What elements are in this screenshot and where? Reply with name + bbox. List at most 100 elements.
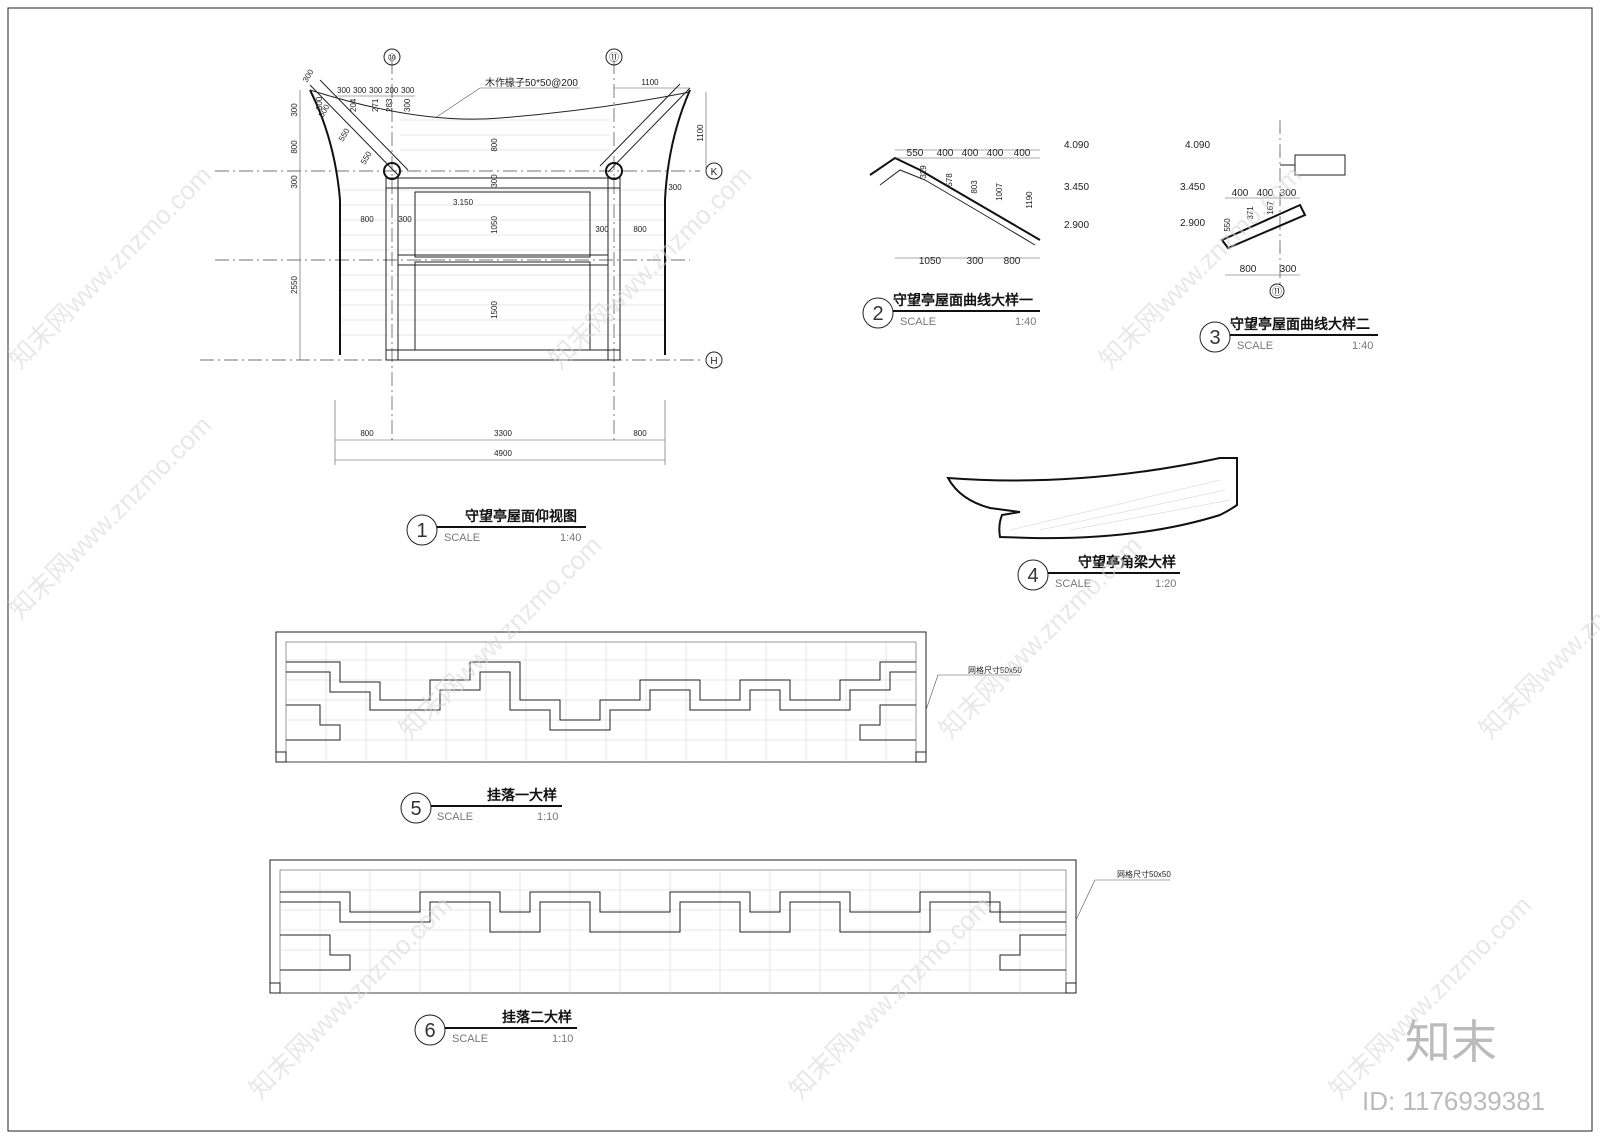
plan-right-dim: 1100	[696, 124, 705, 142]
d2-v-dim-2: 578	[945, 173, 954, 187]
lattice-2-note: 网格尺寸50x50	[1117, 869, 1171, 879]
plan-inner-dim-9: 300	[490, 174, 499, 188]
plan-bottom-dim-2: 3300	[494, 429, 512, 438]
plan-inner-dim-7: 1050	[490, 216, 499, 234]
title-block-1: 1 守望亭屋面仰视图 SCALE 1:40	[406, 508, 586, 546]
plan-elev-3150: 3.150	[453, 198, 474, 207]
title-block-3: 3 守望亭屋面曲线大样二 SCALE 1:40	[1199, 316, 1378, 353]
axis-label-h: H	[710, 356, 717, 367]
plan-total-dim: 4900	[494, 449, 512, 458]
plan-small-dim-4: 283	[385, 98, 394, 112]
roof-curve-detail-1: 550 400 400 400 400 329 578 803 1007 119…	[869, 140, 1089, 267]
title-scale-label-6: SCALE	[452, 1033, 488, 1045]
title-scale-4: 1:20	[1155, 578, 1176, 590]
title-block-6: 6 挂落二大样 SCALE 1:10	[414, 1009, 577, 1046]
d2-v-dim-3: 803	[970, 180, 979, 194]
plan-inner-dim-4: 300	[595, 225, 609, 234]
plan-inner-dim-2: 300	[398, 215, 412, 224]
lattice-1-note: 网格尺寸50x50	[968, 665, 1022, 675]
plan-left-dim-300b: 300	[290, 175, 299, 189]
title-text-5: 挂落一大样	[487, 787, 557, 804]
title-scale-1: 1:40	[560, 532, 581, 544]
watermark-10: 知末网www.znzmo.com	[1323, 890, 1537, 1104]
title-text-6: 挂落二大样	[502, 1009, 572, 1026]
plan-inner-dim-3: 800	[633, 225, 647, 234]
watermark-9: 知末网www.znzmo.com	[783, 890, 997, 1104]
axis-label-k: K	[711, 167, 718, 178]
title-scale-label-3: SCALE	[1237, 340, 1273, 352]
plan-top-dim-5: 300	[401, 86, 415, 95]
title-number-5: 5	[410, 798, 421, 820]
sheet-border	[7, 7, 1593, 1132]
axis-bubble-h	[705, 351, 723, 369]
d2-bottom-dim-2: 300	[967, 256, 984, 267]
roof-rafters	[340, 119, 665, 336]
plan-diag-dim-3: 550	[337, 126, 352, 143]
title-scale-label-5: SCALE	[437, 811, 473, 823]
axis-bubble-10	[383, 48, 401, 66]
plan-left-dim-300a: 300	[290, 103, 299, 117]
plan-inner-dim-8: 1500	[490, 301, 499, 319]
plan-left-dim-2550: 2550	[290, 276, 299, 294]
axis-label-10: ⑩	[388, 53, 397, 64]
d2-bottom-dim-3: 800	[1004, 256, 1021, 267]
d3-bottom-dim-2: 300	[1280, 264, 1297, 275]
title-block-5: 5 挂落一大样 SCALE 1:10	[400, 787, 562, 824]
title-scale-3: 1:40	[1352, 340, 1373, 352]
roof-curve-detail-2: 4.090 3.450 2.900 400 400 300 550 371 16…	[1180, 120, 1346, 299]
title-number-1: 1	[416, 520, 427, 542]
d2-top-dim-5: 400	[1014, 148, 1031, 159]
title-number-3: 3	[1209, 327, 1220, 349]
plan-small-dim-3: 271	[371, 98, 380, 112]
axis-bubble-11	[605, 48, 623, 66]
title-text-3: 守望亭屋面曲线大样二	[1230, 316, 1370, 333]
watermark-7: 知末网www.znzmo.com	[1473, 530, 1600, 744]
d3-v-dim-1: 550	[1223, 218, 1232, 232]
d2-v-dim-1: 329	[919, 165, 928, 179]
d2-bottom-dim-1: 1050	[919, 256, 942, 267]
watermark-1: 知末网www.znzmo.com	[3, 160, 217, 374]
brand-logo-text: 知末	[1405, 1015, 1497, 1069]
plan-bottom-dim-1: 800	[360, 429, 374, 438]
plan-top-dim-2: 300	[353, 86, 367, 95]
lattice-1: 网格尺寸50x50	[275, 631, 1022, 763]
plan-inner-dim-5: 300	[668, 183, 682, 192]
title-text-4: 守望亭角梁大样	[1078, 554, 1176, 571]
title-scale-label-1: SCALE	[444, 532, 480, 544]
d3-v-dim-2: 371	[1246, 206, 1255, 220]
plan-top-right-dim: 1100	[641, 78, 659, 87]
plan-small-dim-1: 300	[315, 96, 324, 110]
plan-top-dim-4: 200	[385, 86, 399, 95]
d3-level-2: 3.450	[1180, 182, 1205, 193]
d3-top-dim-1: 400	[1232, 188, 1249, 199]
d2-level-2: 3.450	[1064, 182, 1089, 193]
d2-top-dim-2: 400	[937, 148, 954, 159]
plan-diag-dim-1: 300	[301, 67, 316, 84]
plan-top-dim-3: 300	[369, 86, 383, 95]
plan-inner-dim-6: 800	[490, 138, 499, 152]
title-block-2: 2 守望亭屋面曲线大样一 SCALE 1:40	[862, 292, 1040, 329]
title-number-4: 4	[1027, 565, 1038, 587]
d2-v-dim-5: 1190	[1025, 191, 1034, 209]
watermark-5: 知末网www.znzmo.com	[393, 530, 607, 744]
d3-level-3: 2.900	[1180, 218, 1205, 229]
lattice-2: 网格尺寸50x50	[269, 859, 1171, 994]
plan-bottom-dim-3: 800	[633, 429, 647, 438]
plan-small-dim-2: 204	[349, 98, 358, 112]
d2-top-dim-3: 400	[962, 148, 979, 159]
plan-inner-dim-1: 800	[360, 215, 374, 224]
d3-bottom-dim-1: 800	[1240, 264, 1257, 275]
d3-v-dim-3: 167	[1266, 201, 1275, 215]
plan-small-dim-5: 300	[403, 98, 412, 112]
title-number-6: 6	[424, 1020, 435, 1042]
title-text-1: 守望亭屋面仰视图	[465, 508, 577, 525]
d3-top-dim-2: 400	[1257, 188, 1274, 199]
d3-top-dim-3: 300	[1280, 188, 1297, 199]
title-block-4: 4 守望亭角梁大样 SCALE 1:20	[1017, 554, 1180, 591]
d3-level-1: 4.090	[1185, 140, 1210, 151]
rafter-note: 木作椽子50*50@200	[485, 76, 578, 89]
plan-top-dim-1: 300	[337, 86, 351, 95]
plan-diag-dim-4: 550	[359, 149, 374, 166]
title-number-2: 2	[872, 303, 883, 325]
